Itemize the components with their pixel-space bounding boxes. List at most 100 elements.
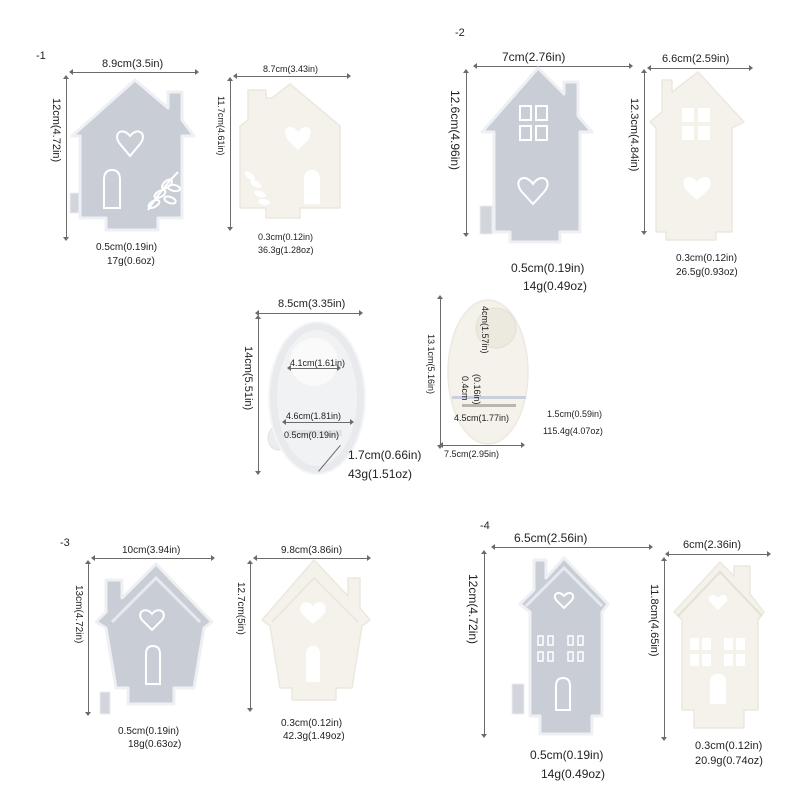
base-product-recess: 4cm(1.57in) bbox=[480, 306, 490, 354]
base-mold-thickness: 1.7cm(0.66in) bbox=[348, 448, 422, 462]
house-resin-3-shape bbox=[261, 559, 371, 701]
product-width: 6cm(2.36in) bbox=[683, 539, 742, 551]
oval-mold-shape bbox=[267, 321, 366, 475]
heart-icon bbox=[300, 602, 326, 624]
height-dimension-line bbox=[85, 560, 91, 716]
house-mold-3-shape bbox=[94, 562, 214, 715]
product-thickness: 0.3cm(0.12in) bbox=[258, 232, 314, 242]
heart-icon bbox=[139, 609, 165, 632]
base-slot-depth: 0.5cm(0.19in) bbox=[284, 430, 340, 440]
product-height: 11.7cm(4.61in) bbox=[216, 96, 226, 156]
base-product-weight: 115.4g(4.07oz) bbox=[543, 426, 603, 436]
set-label: -1 bbox=[36, 50, 46, 62]
base-mold-weight: 43g(1.51oz) bbox=[348, 467, 413, 481]
width-dimension-line bbox=[255, 310, 363, 316]
width-dimension-line bbox=[91, 555, 215, 561]
mold-width: 10cm(3.94in) bbox=[122, 545, 181, 556]
product-thickness: 0.3cm(0.12in) bbox=[281, 718, 343, 729]
window-icon bbox=[537, 635, 584, 662]
height-dimension-line bbox=[247, 560, 253, 712]
mold-weight: 14g(0.49oz) bbox=[541, 767, 606, 781]
house-resin-2-shape bbox=[649, 71, 745, 241]
width-dimension-line bbox=[491, 544, 653, 550]
door-icon bbox=[710, 674, 726, 704]
height-dimension-line bbox=[227, 77, 233, 231]
mold-height: 12.6cm(4.96in) bbox=[448, 90, 462, 171]
width-dimension-line bbox=[647, 65, 753, 71]
width-dimension-line bbox=[253, 555, 371, 561]
door-icon bbox=[145, 644, 161, 685]
width-dimension-line bbox=[473, 63, 633, 69]
mold-height: 12cm(4.72in) bbox=[50, 98, 62, 163]
heart-icon bbox=[285, 126, 311, 150]
mold-weight: 18g(0.63oz) bbox=[128, 739, 182, 750]
mold-thickness: 0.5cm(0.19in) bbox=[511, 261, 585, 275]
mold-width: 6.5cm(2.56in) bbox=[514, 531, 588, 545]
door-icon bbox=[555, 676, 571, 711]
mold-height: 12cm(4.72in) bbox=[466, 574, 480, 645]
window-icon bbox=[519, 105, 548, 141]
heart-icon bbox=[553, 592, 575, 610]
product-thickness: 0.3cm(0.12in) bbox=[676, 253, 738, 264]
door-icon bbox=[103, 168, 121, 209]
house-resin-1-shape bbox=[239, 83, 341, 219]
mold-width: 8.9cm(3.5in) bbox=[102, 58, 164, 70]
set-label: -3 bbox=[60, 537, 70, 549]
house-mold-2-shape bbox=[479, 66, 594, 244]
door-icon bbox=[304, 170, 320, 204]
product-height: 12.3cm(4.84in) bbox=[628, 98, 640, 172]
base-product-slot-depth-in: (0.16in) bbox=[472, 374, 482, 405]
base-mold-height: 14cm(5.51in) bbox=[242, 346, 254, 411]
product-weight: 36.3g(1.28oz) bbox=[258, 245, 314, 255]
leaf-branch-icon bbox=[147, 171, 181, 211]
oval-resin-shape bbox=[447, 299, 529, 445]
height-dimension-line bbox=[255, 315, 261, 475]
leaf-branch-icon bbox=[245, 171, 270, 206]
mold-thickness: 0.5cm(0.19in) bbox=[96, 242, 158, 253]
height-dimension-line bbox=[641, 69, 647, 235]
height-dimension-line bbox=[463, 69, 469, 237]
width-dimension-line bbox=[439, 442, 525, 448]
product-width: 8.7cm(3.43in) bbox=[263, 64, 319, 74]
mold-thickness: 0.5cm(0.19in) bbox=[118, 726, 180, 737]
base-product-width: 7.5cm(2.95in) bbox=[444, 449, 500, 459]
mold-thickness: 0.5cm(0.19in) bbox=[530, 748, 604, 762]
heart-icon bbox=[517, 177, 549, 206]
height-dimension-line bbox=[481, 550, 487, 738]
house-mold-1-shape bbox=[69, 78, 196, 232]
mold-weight: 14g(0.49oz) bbox=[523, 279, 588, 293]
window-icon bbox=[690, 638, 745, 666]
set-label: -4 bbox=[480, 520, 490, 532]
height-dimension-line bbox=[437, 295, 443, 449]
product-height: 11.8cm(4.65in) bbox=[648, 584, 660, 657]
base-product-thickness: 1.5cm(0.59in) bbox=[547, 409, 603, 419]
product-weight: 20.9g(0.74oz) bbox=[695, 755, 763, 767]
width-dimension-line bbox=[233, 73, 351, 79]
base-product-height: 13.1cm(5.16in) bbox=[426, 334, 436, 395]
product-height: 12.7cm(5in) bbox=[235, 582, 246, 635]
width-dimension-line bbox=[665, 551, 771, 557]
base-product-slot-width: 4.5cm(1.77in) bbox=[454, 413, 510, 423]
slot-dimension-line bbox=[282, 419, 354, 425]
base-slot-width: 4.6cm(1.81in) bbox=[286, 411, 342, 421]
base-mold-width: 8.5cm(3.35in) bbox=[278, 298, 346, 310]
hole-dimension-line bbox=[287, 365, 341, 371]
height-dimension-line bbox=[63, 75, 69, 241]
base-hole-diameter: 4.1cm(1.61in) bbox=[290, 358, 346, 368]
window-icon bbox=[682, 108, 710, 140]
heart-icon bbox=[116, 130, 144, 158]
house-mold-4-shape bbox=[511, 556, 610, 736]
base-product-slot-depth: 0.4cm bbox=[460, 376, 470, 401]
product-weight: 42.3g(1.49oz) bbox=[283, 731, 345, 742]
heart-icon bbox=[708, 595, 728, 610]
product-width: 6.6cm(2.59in) bbox=[662, 53, 730, 65]
mold-width: 7cm(2.76in) bbox=[502, 50, 566, 64]
product-thickness: 0.3cm(0.12in) bbox=[695, 740, 763, 752]
width-dimension-line bbox=[69, 69, 199, 75]
mold-weight: 17g(0.6oz) bbox=[107, 256, 155, 267]
product-weight: 26.5g(0.93oz) bbox=[676, 267, 738, 278]
heart-icon bbox=[683, 176, 711, 200]
door-icon bbox=[306, 646, 320, 682]
house-resin-4-shape bbox=[673, 561, 765, 729]
product-width: 9.8cm(3.86in) bbox=[281, 545, 343, 556]
